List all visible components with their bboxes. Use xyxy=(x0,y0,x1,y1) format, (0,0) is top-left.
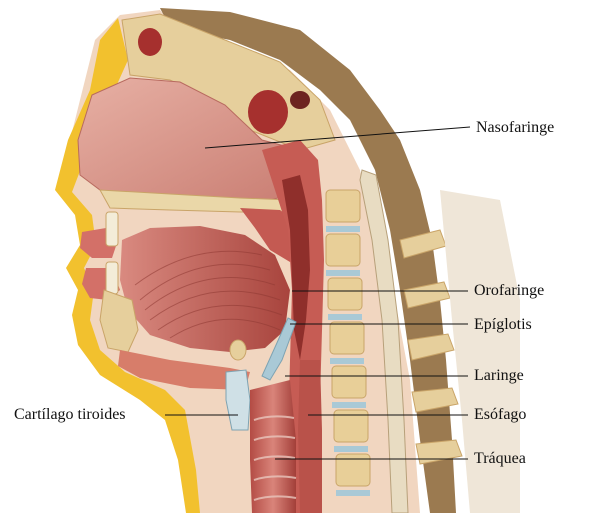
frontal-sinus xyxy=(138,28,162,56)
leader-nasofaringe xyxy=(204,126,471,149)
label-epiglotis: Epíglotis xyxy=(474,316,532,333)
tracheal-rings xyxy=(253,415,297,501)
label-orofaringe: Orofaringe xyxy=(474,282,545,299)
lower-incisor xyxy=(105,261,119,295)
nuchal-skin xyxy=(440,190,520,513)
sella-region xyxy=(290,91,310,109)
upper-incisor xyxy=(105,211,119,247)
esophagus xyxy=(298,360,322,513)
epiglottis xyxy=(261,317,297,381)
floor-of-mouth xyxy=(118,350,250,390)
trachea xyxy=(250,380,296,513)
pharyngeal-lumen xyxy=(282,175,310,360)
tongue-fibers xyxy=(134,250,283,339)
sphenoid-sinus xyxy=(248,90,288,134)
spinal-cord xyxy=(359,169,409,513)
label-nasofaringe: Nasofaringe xyxy=(476,119,555,136)
label-esofago: Esófago xyxy=(474,406,527,423)
label-laringe: Laringe xyxy=(474,367,524,384)
spinous-processes xyxy=(399,229,463,465)
vertebral-column xyxy=(325,189,371,496)
hyoid-bone xyxy=(229,339,247,361)
label-traquea: Tráquea xyxy=(474,450,526,467)
label-cartilago-tiroides: Cartílago tiroides xyxy=(14,406,126,423)
